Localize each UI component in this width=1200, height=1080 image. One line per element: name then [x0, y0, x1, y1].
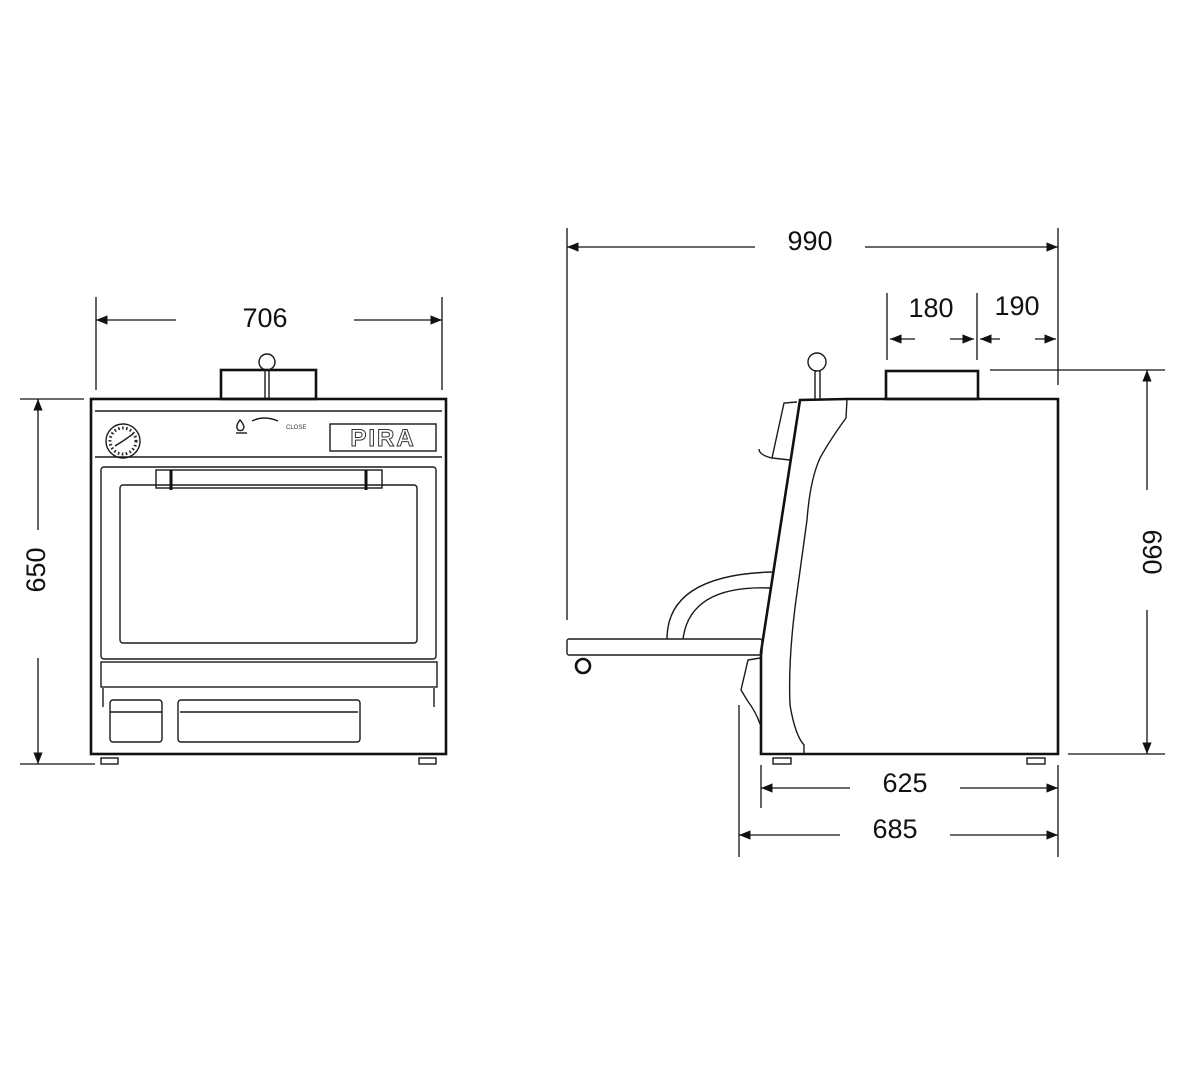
chimney-width-label: 180 [908, 293, 953, 323]
door-handle-inner [682, 587, 771, 640]
front-panel-curve [788, 398, 848, 754]
wheel [574, 657, 592, 675]
body-depth-label: 625 [882, 768, 927, 798]
brand-logo: PIRA [329, 423, 437, 453]
chimney-offset-label: 190 [994, 291, 1039, 321]
ash-tray-strip [100, 661, 438, 688]
foot [100, 757, 119, 765]
close-label: CLOSE [286, 425, 306, 431]
front-dimensions: 706 650 [20, 297, 443, 765]
hinge-bracket [740, 657, 761, 725]
width-dimension-label: 706 [242, 303, 287, 333]
foot [772, 757, 792, 765]
height-dimension-label: 650 [21, 547, 51, 592]
side-body-outline [759, 397, 1060, 756]
foot [1026, 757, 1046, 765]
side-dimensions: 990 180 190 690 625 685 [566, 226, 1167, 857]
front-view: CLOSE PIRA [89, 353, 448, 765]
door-handle-outer [666, 571, 773, 640]
door-window [119, 484, 418, 644]
damper-knob [258, 353, 276, 371]
side-chimney [884, 369, 980, 401]
front-body-outline [89, 397, 448, 756]
door-handle [155, 469, 383, 489]
damper-arrow [251, 417, 279, 422]
door-tray-open [566, 638, 763, 656]
control-flap [771, 401, 798, 461]
side-height-label: 690 [1137, 529, 1167, 574]
oven-door [100, 466, 437, 660]
overall-depth-label: 990 [787, 226, 832, 256]
svg-text:PIRA: PIRA [350, 425, 415, 452]
drawer-small [109, 699, 163, 743]
thermometer-gauge-icon [105, 423, 141, 459]
side-view [566, 352, 1060, 765]
flame-icon [236, 418, 247, 434]
total-depth-label: 685 [872, 814, 917, 844]
foot [418, 757, 437, 765]
damper-knob [807, 352, 827, 372]
drawer-large [177, 699, 361, 743]
